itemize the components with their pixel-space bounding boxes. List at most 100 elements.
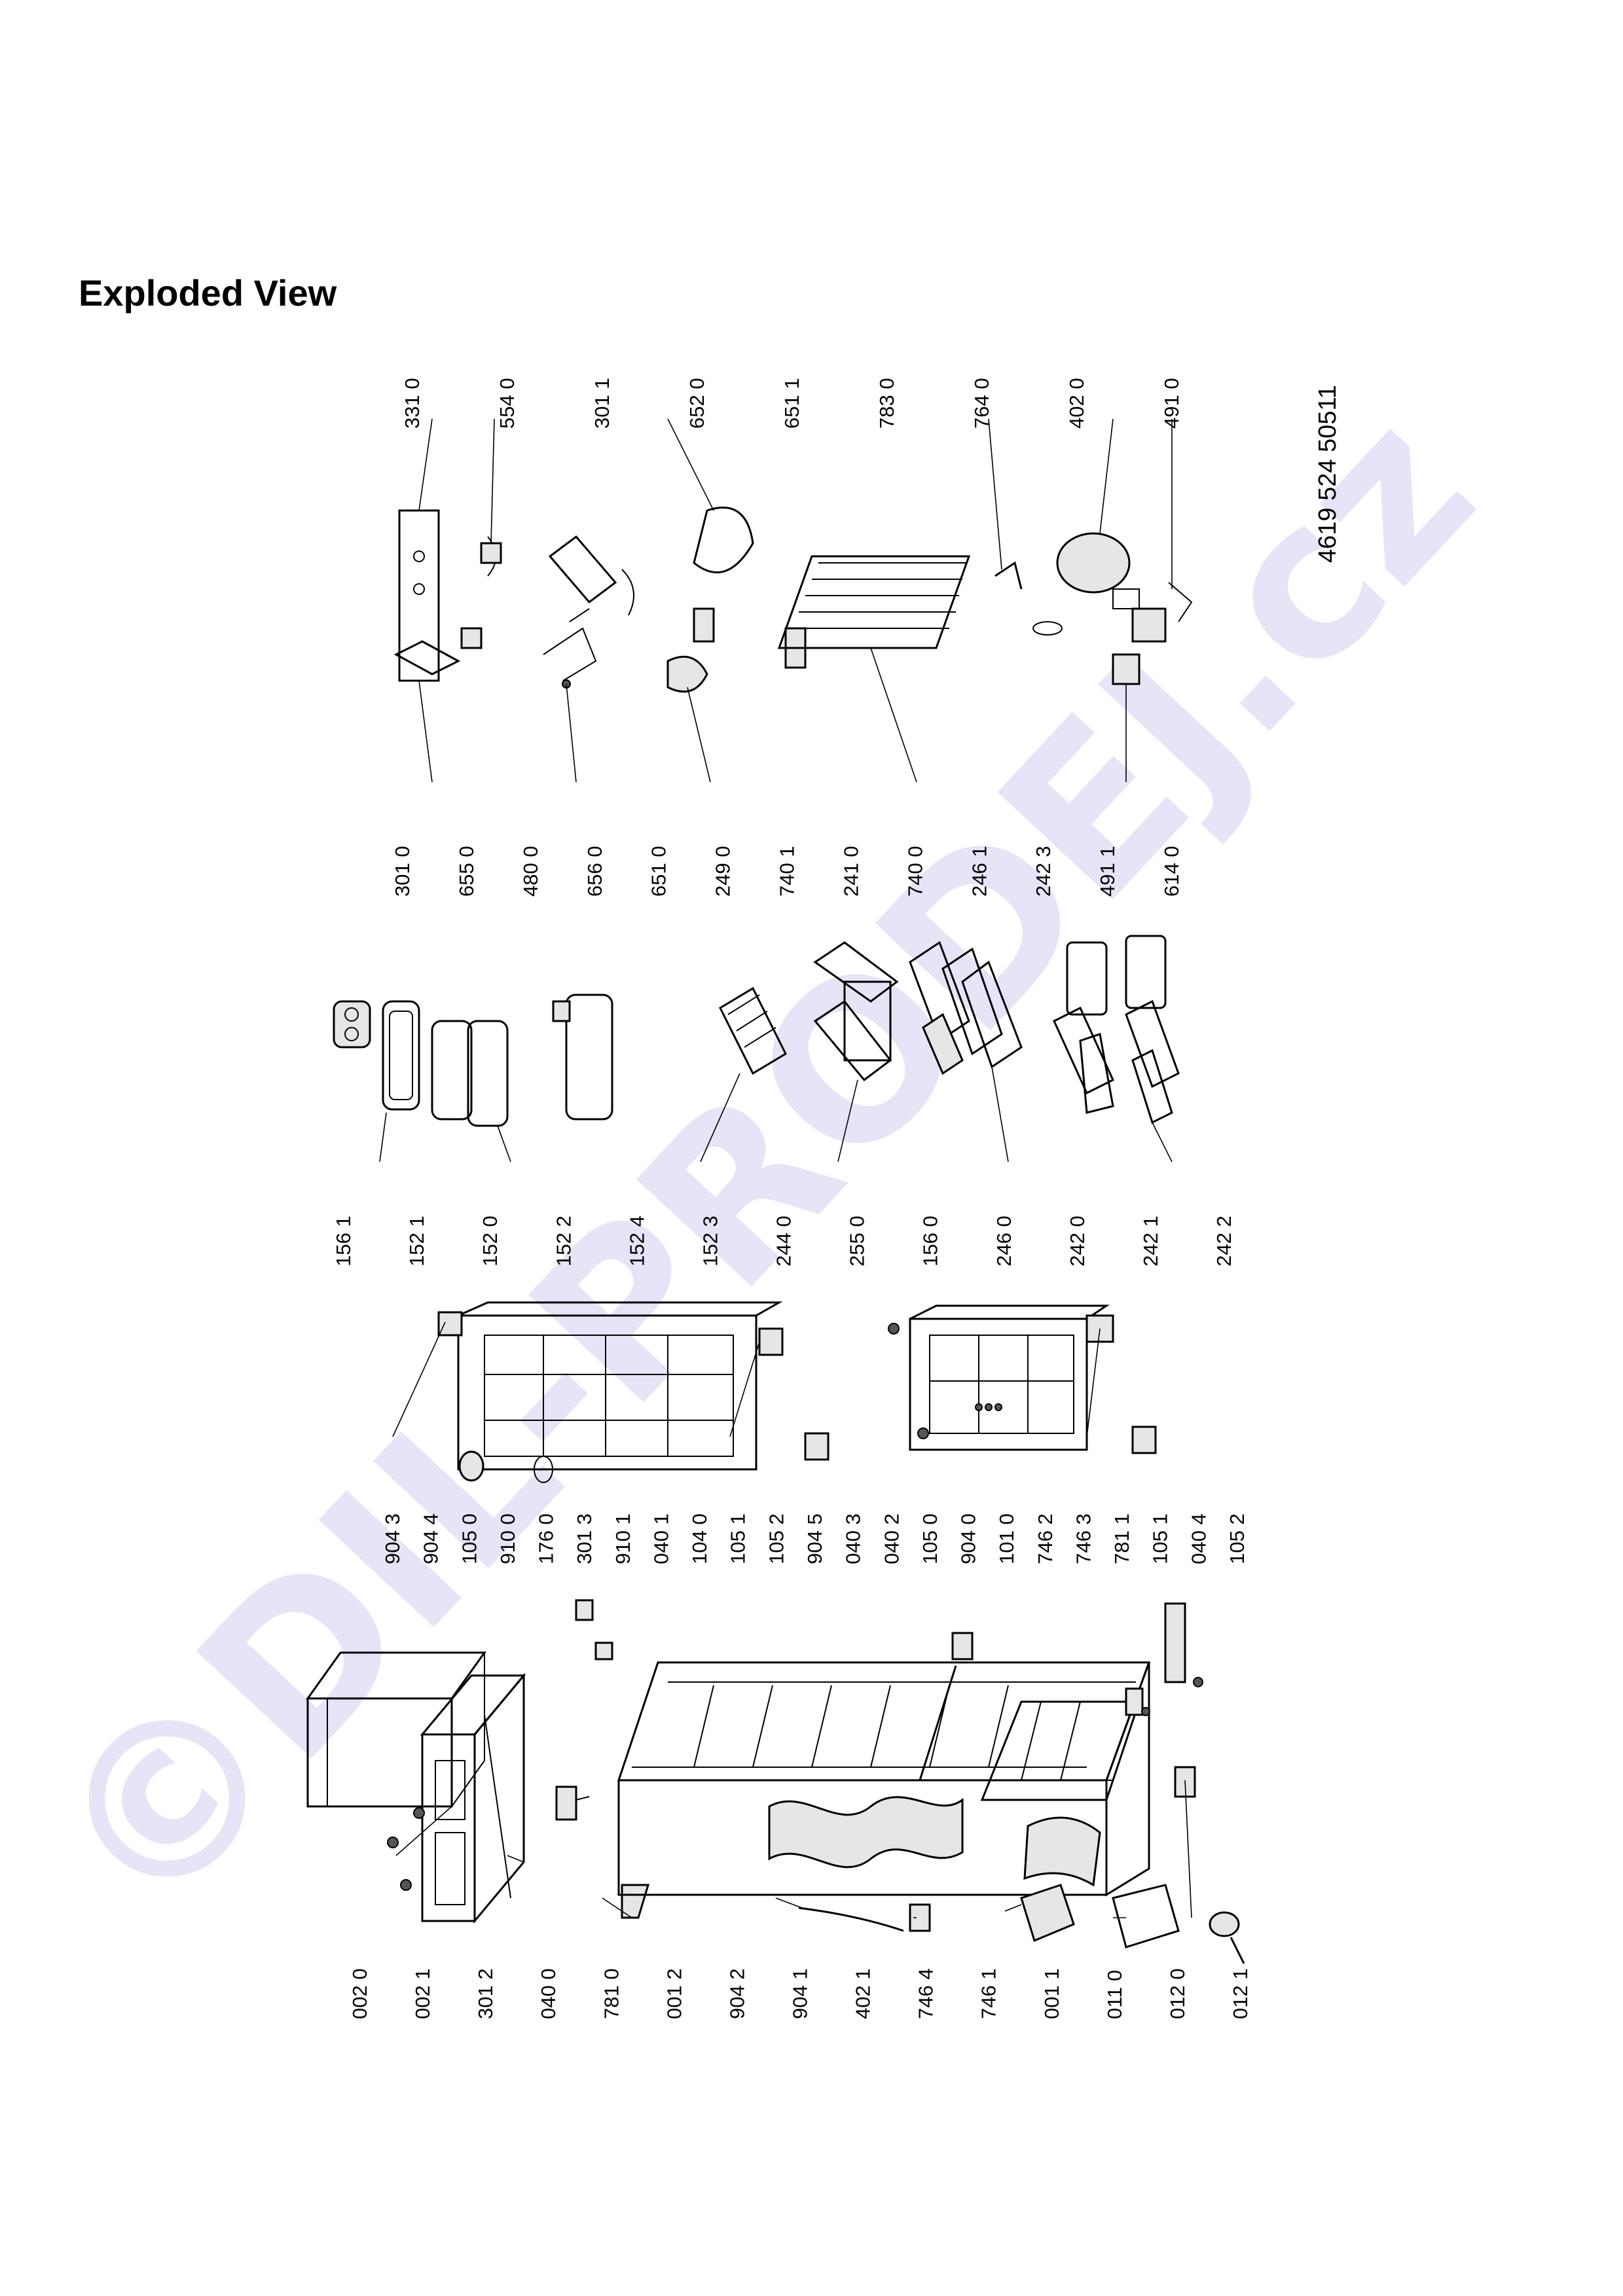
part-number-label: 040 3: [842, 1513, 865, 1564]
part-number-label: 656 0: [583, 846, 606, 897]
part-number-label: 783 0: [875, 378, 898, 429]
part-number-label: 301 3: [573, 1513, 596, 1564]
part-number-label: 301 2: [474, 1968, 497, 2019]
part-number-label: 904 3: [381, 1513, 404, 1564]
part-number-label: 101 0: [995, 1513, 1018, 1564]
part-number-label: 904 5: [803, 1513, 826, 1564]
glass-shelf: [719, 986, 787, 1075]
front-foot: [909, 1903, 931, 1932]
lamp-cover: [548, 535, 634, 616]
egg-tray: [333, 1000, 371, 1049]
part-number-label: 001 1: [1040, 1968, 1063, 2019]
filter-drier: [994, 561, 1063, 636]
wiring-harness: [543, 608, 597, 689]
part-number-label: 105 1: [1149, 1513, 1172, 1564]
part-number-label: 105 0: [919, 1513, 941, 1564]
page-title: Exploded View: [79, 272, 337, 314]
part-number-label: 244 0: [773, 1215, 795, 1266]
compressor: [1056, 532, 1193, 685]
base-rail: [1112, 1884, 1180, 1948]
part-number-label: 040 1: [650, 1513, 673, 1564]
screws-top: [387, 1807, 425, 1891]
part-number-label: 746 4: [915, 1968, 938, 2019]
fan-assembly: [666, 507, 807, 693]
part-number-label: 904 0: [957, 1513, 980, 1564]
document-number: 4619 524 50511: [1314, 385, 1341, 563]
part-labels-column-5: 331 0 554 0 301 1 652 0 651 1 783 0 764 0 402 0…: [401, 378, 1183, 429]
thermostat: [460, 536, 502, 649]
part-number-label: 011 0: [1103, 1970, 1126, 2019]
part-number-label: 105 2: [765, 1513, 788, 1564]
part-number-label: 554 0: [496, 378, 519, 429]
part-number-label: 242 0: [1066, 1215, 1089, 1266]
part-number-label: 904 4: [420, 1513, 443, 1564]
part-number-label: 904 2: [725, 1968, 748, 2019]
door-balcony-middle: [431, 1020, 509, 1127]
part-number-label: 152 0: [479, 1215, 501, 1266]
part-number-label: 491 1: [1096, 846, 1119, 897]
part-number-label: 904 1: [789, 1968, 812, 2019]
part-number-label: 301 1: [591, 378, 613, 429]
part-number-label: 242 3: [1032, 846, 1055, 897]
top-frame: [420, 1672, 526, 1924]
control-panel-bar: [393, 509, 461, 682]
part-number-label: 255 0: [846, 1215, 869, 1266]
part-number-label: 746 1: [977, 1968, 1000, 2019]
cabinet-body: [617, 1661, 1151, 1897]
part-number-label: 241 0: [839, 846, 862, 897]
part-number-label: 249 0: [712, 846, 735, 897]
part-number-label: 152 4: [625, 1215, 648, 1266]
part-number-label: 651 1: [780, 378, 803, 429]
drawers: [1053, 935, 1180, 1124]
upper-door: [437, 1301, 830, 1483]
part-number-label: 012 0: [1166, 1968, 1189, 2019]
part-number-label: 002 1: [411, 1968, 434, 2019]
part-number-label: 156 0: [919, 1215, 942, 1266]
part-number-label: 652 0: [685, 378, 708, 429]
hinge-brackets: [575, 1599, 1203, 1716]
part-labels-column-1: 002 0 002 1 301 2 040 0 781 0 001 2 904 2 904 1…: [348, 1968, 1252, 2019]
part-number-label: 152 3: [699, 1215, 721, 1266]
part-number-label: 651 0: [647, 846, 670, 897]
part-number-label: 480 0: [519, 846, 542, 897]
part-number-label: 301 0: [391, 846, 414, 897]
part-number-label: 614 0: [1160, 846, 1183, 897]
part-number-label: 402 0: [1065, 378, 1088, 429]
leader-lines: [379, 418, 1192, 1918]
part-number-label: 040 2: [880, 1513, 903, 1564]
part-number-label: 910 1: [611, 1513, 634, 1564]
part-number-label: 655 0: [455, 846, 478, 897]
part-number-label: 001 2: [663, 1968, 685, 2019]
part-number-label: 040 4: [1187, 1513, 1210, 1564]
lower-door: [888, 1304, 1157, 1454]
part-number-label: 246 0: [993, 1215, 1015, 1266]
drain-tube: [798, 1907, 904, 1932]
part-number-label: 746 3: [1072, 1513, 1095, 1564]
part-number-label: 012 1: [1229, 1968, 1252, 2019]
part-number-label: 331 0: [401, 378, 424, 429]
door-balcony-bottom: [552, 994, 613, 1121]
part-number-label: 152 1: [405, 1215, 428, 1266]
part-number-label: 242 1: [1139, 1215, 1162, 1266]
part-number-label: 104 0: [688, 1513, 711, 1564]
door-balcony-top: [382, 1000, 420, 1111]
top-hinge: [555, 1785, 650, 1919]
part-number-label: 105 2: [1226, 1513, 1249, 1564]
part-labels-column-4: 301 0 655 0 480 0 656 0 651 0 249 0 740 1 241 0…: [391, 846, 1183, 897]
freezer-baskets: [909, 941, 1023, 1075]
part-number-label: 105 0: [458, 1513, 481, 1564]
part-number-label: 002 0: [348, 1968, 371, 2019]
part-number-label: 764 0: [970, 378, 993, 429]
part-number-label: 781 0: [600, 1968, 623, 2019]
part-number-label: 740 0: [903, 846, 926, 897]
part-number-label: 152 2: [552, 1215, 575, 1266]
bottom-compartment: [980, 1700, 1141, 1887]
part-number-label: 740 1: [776, 846, 799, 897]
part-number-label: 040 0: [537, 1968, 560, 2019]
part-number-label: 781 1: [1110, 1513, 1133, 1564]
part-number-label: 910 0: [496, 1513, 519, 1564]
part-number-label: 105 1: [727, 1513, 750, 1564]
